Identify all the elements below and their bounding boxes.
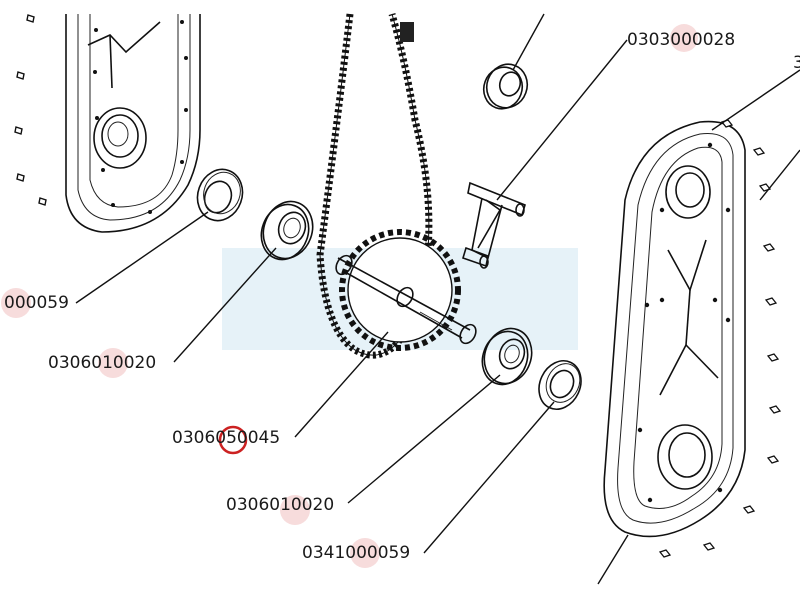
right-bolts bbox=[658, 119, 782, 558]
right-seal bbox=[538, 360, 582, 410]
left-bearing bbox=[260, 200, 314, 261]
label-right-bearing: 0306010020 bbox=[226, 495, 334, 515]
label-top-right: 0303000028 bbox=[627, 30, 735, 50]
tensioner-bracket bbox=[462, 181, 526, 269]
left-seal bbox=[196, 168, 244, 222]
label-left-bearing: 0306010020 bbox=[48, 353, 156, 373]
left-cover-plate bbox=[65, 14, 201, 233]
label-right-seal: 0341000059 bbox=[302, 543, 410, 563]
sprocket bbox=[339, 229, 461, 351]
label-top-right-cut: 3 bbox=[793, 53, 800, 73]
label-left-seal: 000059 bbox=[4, 293, 69, 313]
right-cover-plate bbox=[603, 120, 746, 538]
label-sprocket: 0306050045 bbox=[172, 428, 280, 448]
roller-chain bbox=[316, 13, 433, 359]
highlight-blobs bbox=[1, 24, 698, 568]
left-bolts bbox=[14, 14, 47, 206]
leader-lines bbox=[75, 13, 800, 585]
top-bearing bbox=[482, 63, 529, 110]
shaft bbox=[335, 254, 477, 345]
right-bearing bbox=[481, 327, 533, 386]
marker-circle bbox=[218, 425, 248, 455]
